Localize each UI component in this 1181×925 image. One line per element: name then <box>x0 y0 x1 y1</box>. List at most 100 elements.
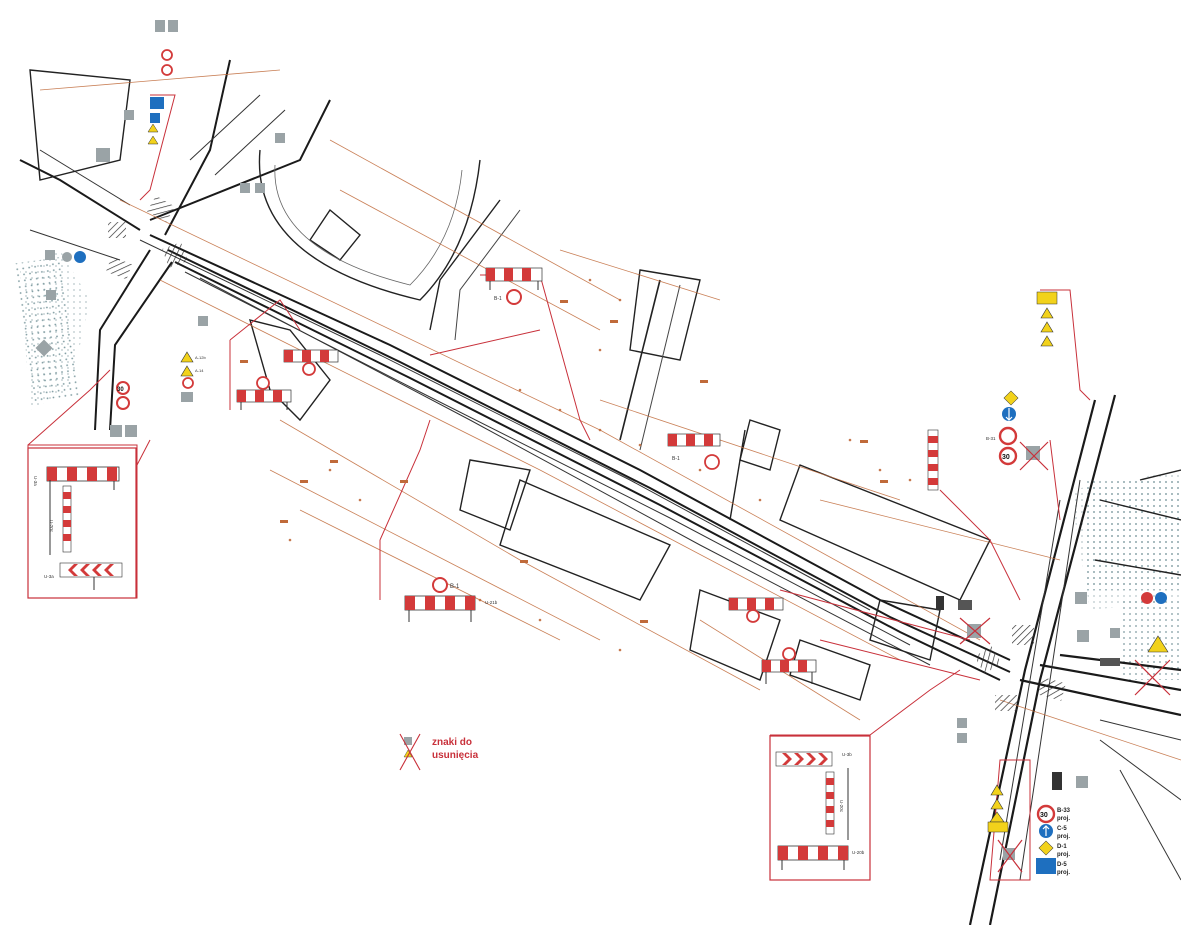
road-sign-icon <box>181 392 193 402</box>
sign-b1-label-middle: B-1 <box>450 584 460 590</box>
road-sign-icon <box>987 821 1009 833</box>
sign-cluster-left: 30 A-12b A-14 <box>35 250 208 437</box>
barrier-icon <box>825 768 849 840</box>
road-sign-icon <box>96 148 110 162</box>
crosswalk-6 <box>974 646 1002 674</box>
road-sign-icon <box>1038 840 1054 856</box>
road-sign-icon <box>150 113 160 123</box>
detail-right-bottom: U-20b <box>852 850 865 855</box>
road-sign-icon <box>124 110 134 120</box>
sign-cluster-top-left <box>96 20 285 193</box>
road-sign-icon <box>74 251 86 263</box>
barrier-icon: B-1 U-21b <box>404 577 498 622</box>
crosswalk-3 <box>105 256 133 280</box>
sign-speed-label-mid: 30 <box>1002 454 1010 461</box>
road-sign-icon <box>1036 291 1058 305</box>
park-arc-inner <box>274 164 463 286</box>
road-sign-icon <box>1040 335 1054 347</box>
chevron-icon <box>59 562 123 590</box>
road-sign-icon <box>46 290 56 300</box>
barrier-icon <box>728 597 784 623</box>
crosswalk-5 <box>1012 625 1034 645</box>
main-street <box>19 59 1011 681</box>
sign-speed-label-left: 30 <box>117 387 124 393</box>
side-road-2 <box>454 209 521 341</box>
road-sign-icon <box>1040 307 1054 319</box>
road-sign-icon <box>155 20 165 32</box>
sign-d5-label: D-5 <box>1057 862 1067 868</box>
road-sign-icon <box>240 183 250 193</box>
detail-box-right: U-3b U-20c U-20b <box>769 735 871 881</box>
barrier-icon: B-1 <box>485 267 543 305</box>
sign-d5-proj: proj. <box>1057 870 1070 876</box>
road-sign-icon <box>161 49 173 61</box>
road-sign-icon <box>957 733 967 743</box>
road-sign-icon <box>998 446 1018 466</box>
park-arc <box>258 149 481 301</box>
chevron-icon <box>775 751 833 767</box>
road-sign-icon <box>1110 628 1120 638</box>
crosswalk-8 <box>995 695 1017 711</box>
road-sign-icon <box>1147 635 1169 653</box>
road-sign-icon <box>1141 592 1153 604</box>
sign-cluster-bottom-right: 30 B-33 proj. C-5 proj. D-1 proj. D-5 pr… <box>987 772 1088 876</box>
crosswalk-1 <box>146 195 176 223</box>
road-sign-icon <box>150 97 164 109</box>
road-sign-icon <box>1040 321 1054 333</box>
road-sign-icon <box>403 749 413 758</box>
sign-c5-label: C-5 <box>1057 826 1067 832</box>
road-sign-icon <box>255 183 265 193</box>
pavement-right <box>1085 480 1181 590</box>
barrier-icon <box>927 429 939 491</box>
removed-sign-icon <box>1026 446 1040 460</box>
legend: znaki do usunięcia <box>402 733 522 773</box>
sign-c5-proj: proj. <box>1057 834 1070 840</box>
road-sign-icon <box>147 123 159 133</box>
road-sign-icon <box>1003 390 1019 406</box>
detail-left-mid: U-20c <box>49 520 54 533</box>
road-sign-icon <box>998 426 1018 446</box>
traffic-light-icon <box>1052 772 1062 790</box>
sign-speed-label-bottom: 30 <box>1040 812 1048 819</box>
barrier-icon <box>283 349 339 376</box>
road-sign-icon <box>62 252 72 262</box>
side-road <box>429 199 501 331</box>
road-sign-icon <box>990 798 1004 810</box>
detail-right-top: U-3b <box>842 752 852 757</box>
road-sign-icon <box>989 811 1005 823</box>
road-sign-icon <box>1155 592 1167 604</box>
sign-b33-proj: proj. <box>1057 816 1070 822</box>
legend-text: znaki do usunięcia <box>432 736 478 762</box>
sign-cluster-right-intersection <box>936 592 1171 743</box>
barrier-icon <box>236 376 292 410</box>
barrier-icon: B-1 <box>667 433 721 470</box>
crosswalk-7 <box>1038 677 1066 701</box>
detail-box-left: U-3a U-20c U-3a <box>27 447 137 599</box>
crosswalk-4 <box>108 222 126 238</box>
road-sign-icon <box>957 718 967 728</box>
survey-points <box>288 278 912 652</box>
road-sign-icon <box>147 135 159 145</box>
road-sign-icon <box>125 425 137 437</box>
detail-right-mid: U-20c <box>839 800 844 813</box>
road-sign-icon <box>1077 630 1089 642</box>
no-entry-icon <box>432 577 448 593</box>
road-sign-icon <box>1075 592 1087 604</box>
crosswalks <box>105 195 1066 711</box>
legend-symbol <box>399 733 421 771</box>
sign-cluster-right-mid: 30 B-31 <box>986 390 1049 471</box>
road-sign-icon <box>1036 858 1056 874</box>
pavement-left <box>12 256 82 403</box>
road-sign-icon <box>116 396 130 410</box>
removed-sign-icon <box>404 737 412 745</box>
road-sign-icon <box>198 316 208 326</box>
road-sign-icon <box>110 425 122 437</box>
road-sign-icon <box>161 64 173 76</box>
main-street-thin <box>29 94 931 666</box>
sign-d1-label: D-1 <box>1057 844 1067 850</box>
no-entry-icon <box>506 289 522 305</box>
road-sign-icon <box>180 365 194 377</box>
sign-cluster-right-top <box>1036 291 1058 347</box>
sign-a12b-label: A-12b <box>195 355 206 360</box>
